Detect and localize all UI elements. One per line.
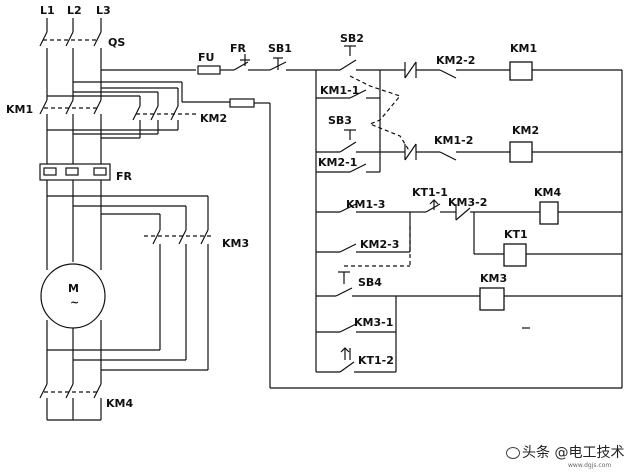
label-KM3-main: KM3: [222, 237, 249, 250]
coil-KM3: [479, 287, 505, 311]
label-FR-main: FR: [116, 170, 133, 183]
label-FU: FU: [198, 51, 214, 64]
thermal-relay-box: [39, 163, 111, 181]
watermark: 头条 @电工技术 www.dgjs.com: [506, 438, 636, 472]
label-KM2-3: KM2-3: [360, 238, 399, 251]
label-SB2: SB2: [340, 32, 364, 45]
label-KM1-2: KM1-2: [434, 134, 473, 147]
label-KM1-3: KM1-3: [346, 198, 385, 211]
label-L1: L1: [40, 4, 55, 17]
label-coil-KM2: KM2: [512, 124, 539, 137]
label-KT1-2: KT1-2: [358, 354, 394, 367]
label-KM2-main: KM2: [200, 112, 227, 125]
label-SB1: SB1: [268, 42, 292, 55]
chat-icon: [506, 447, 520, 459]
label-SB3: SB3: [328, 114, 352, 127]
main-circuit: L1 L2 L3 QS KM1: [6, 4, 249, 421]
watermark-text: 头条 @电工技术: [506, 442, 624, 462]
label-KM1-main: KM1: [6, 103, 33, 116]
label-QS: QS: [108, 36, 125, 49]
label-L2: L2: [67, 4, 82, 17]
watermark-url: www.dgjs.com: [568, 462, 612, 469]
coil-KM2: [509, 141, 533, 163]
label-KM3-1: KM3-1: [354, 316, 393, 329]
label-coil-KM4: KM4: [534, 186, 561, 199]
coil-KM4: [539, 201, 559, 225]
label-KM1-1: KM1-1: [320, 84, 359, 97]
label-L3: L3: [96, 4, 111, 17]
coil-KT1: [503, 243, 527, 267]
label-FR-ctrl: FR: [230, 42, 247, 55]
label-KM4-main: KM4: [106, 397, 133, 410]
label-coil-KM1: KM1: [510, 42, 537, 55]
label-KM3-2: KM3-2: [448, 196, 487, 209]
coil-KM1: [509, 61, 533, 81]
label-KT1-1: KT1-1: [412, 186, 448, 199]
label-KM2-2: KM2-2: [436, 54, 475, 67]
label-motor-M: M: [68, 282, 79, 295]
label-motor-tilde: ~: [70, 296, 79, 309]
label-KM2-1: KM2-1: [318, 156, 357, 169]
fuse: [197, 65, 221, 75]
label-coil-KM3: KM3: [480, 272, 507, 285]
label-coil-KT1: KT1: [504, 228, 528, 241]
control-circuit: FU FR SB1 SB2 KM1-1: [182, 32, 623, 389]
label-SB4: SB4: [358, 276, 382, 289]
